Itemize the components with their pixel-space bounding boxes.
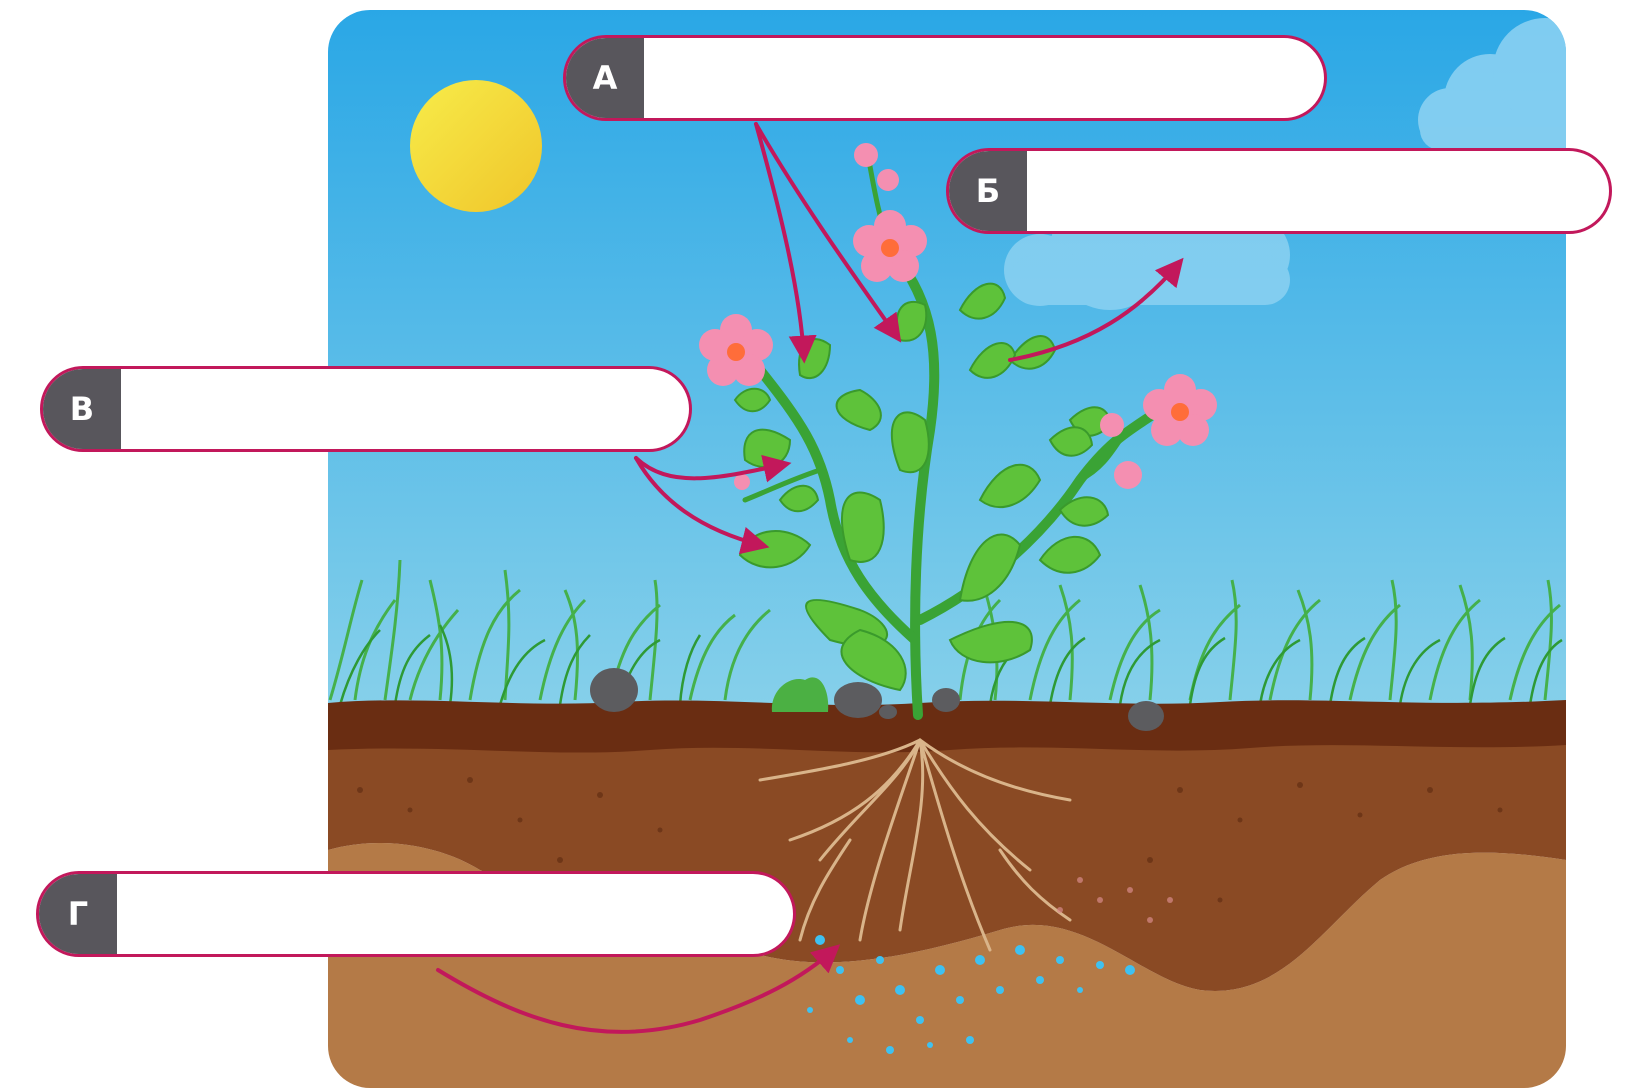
answer-field-a[interactable] [644, 38, 1324, 118]
label-box-b: Б [946, 148, 1612, 234]
bud-4 [1114, 461, 1142, 489]
bud-3 [1100, 413, 1124, 437]
sun [410, 80, 542, 212]
label-letter-g: Г [39, 874, 117, 954]
label-letter-b: Б [949, 151, 1027, 231]
label-box-v: В [40, 366, 692, 452]
label-box-g: Г [36, 871, 796, 957]
bud-2 [877, 169, 899, 191]
bud-1 [854, 143, 878, 167]
label-box-a: А [563, 35, 1327, 121]
answer-field-g[interactable] [117, 874, 793, 954]
label-letter-a: А [566, 38, 644, 118]
answer-field-b[interactable] [1027, 151, 1609, 231]
label-letter-v: В [43, 369, 121, 449]
bud-5 [734, 474, 750, 490]
answer-field-v[interactable] [121, 369, 689, 449]
